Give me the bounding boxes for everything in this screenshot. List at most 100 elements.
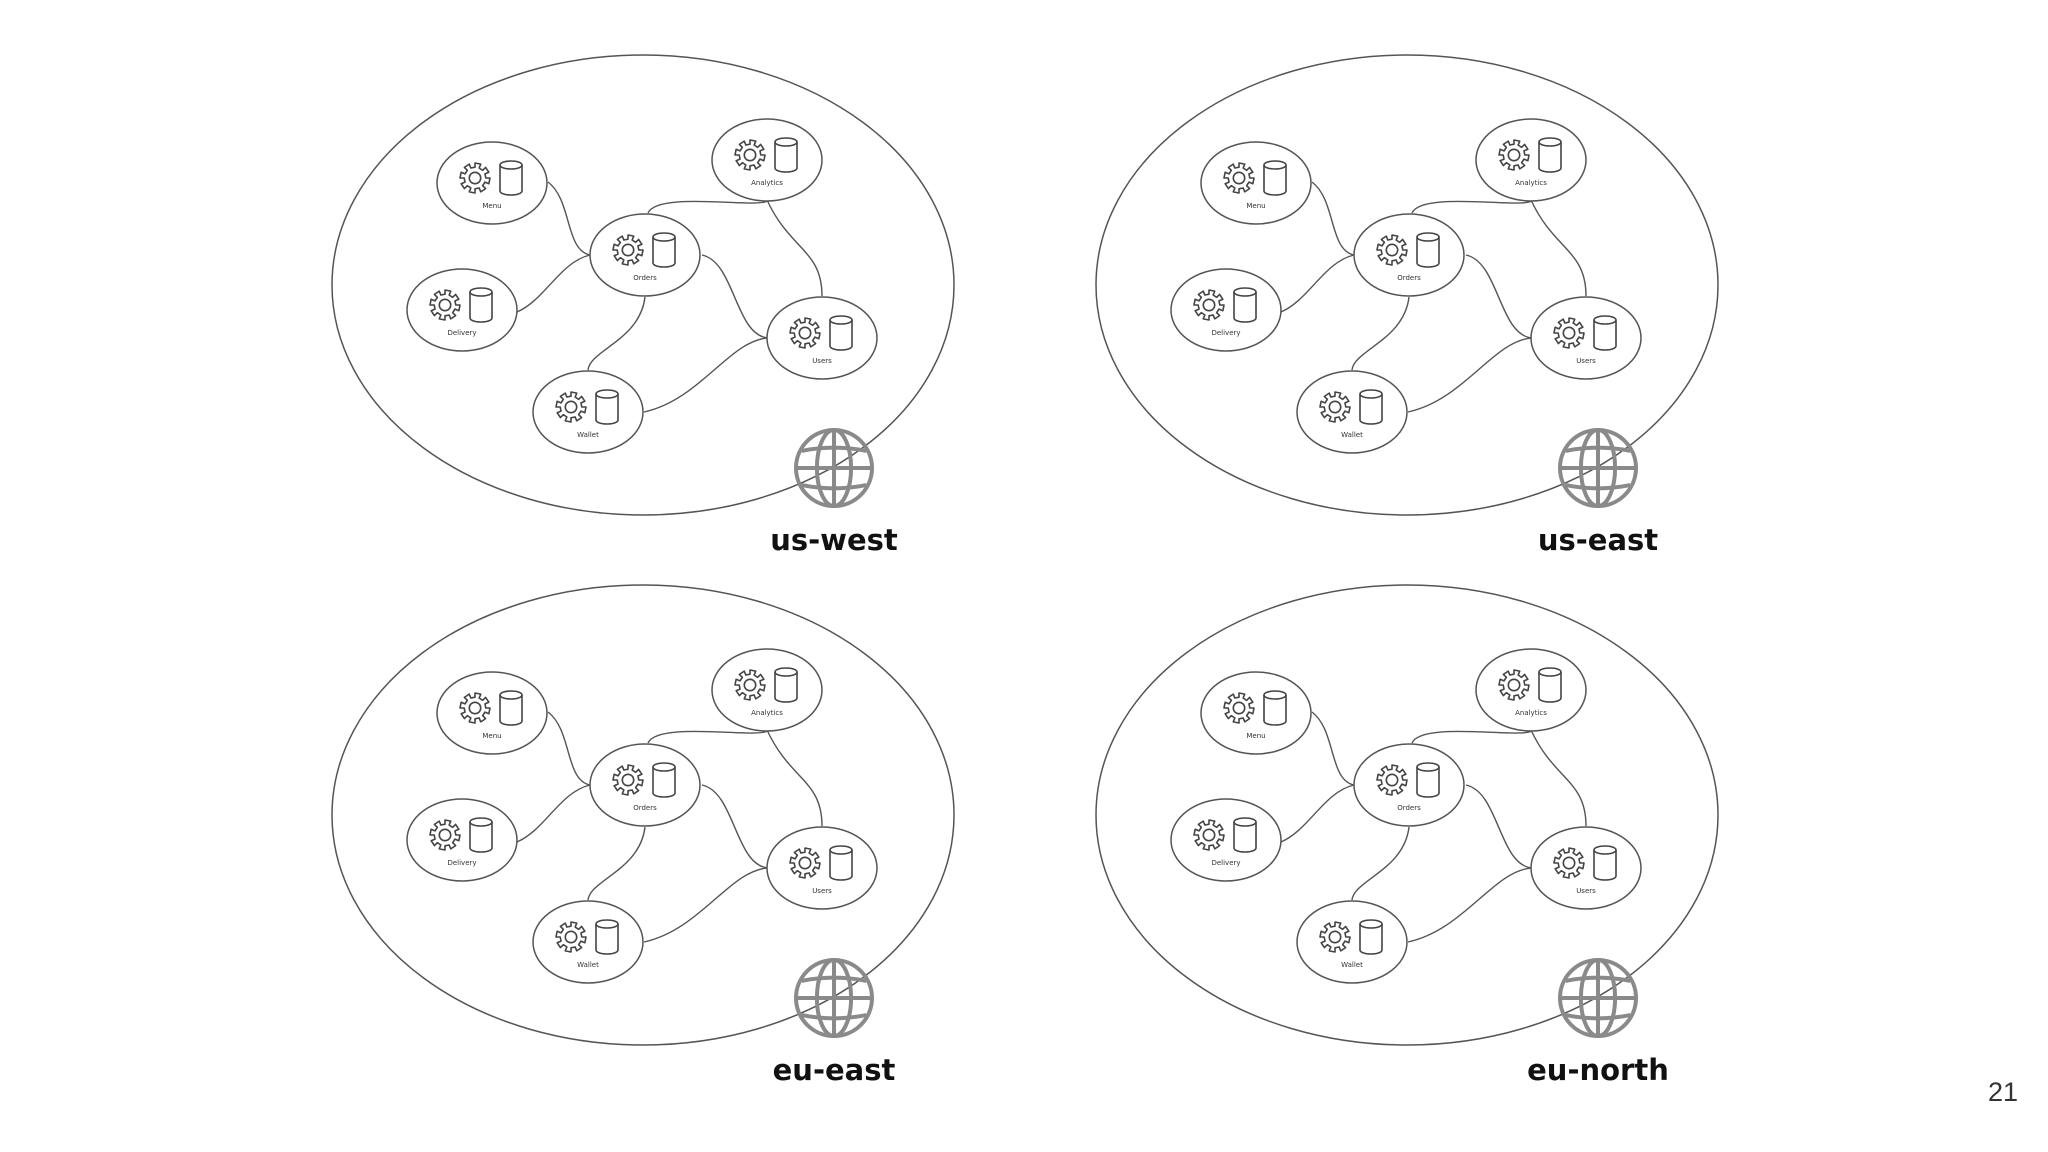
gear-icon bbox=[429, 289, 461, 321]
page-number: 21 bbox=[1987, 1077, 2018, 1107]
gear-icon bbox=[1319, 391, 1351, 423]
connection-delivery-orders bbox=[1280, 784, 1355, 843]
gear-icon bbox=[1223, 162, 1255, 194]
connection-delivery-orders bbox=[516, 784, 591, 843]
service-node-menu: Menu bbox=[1200, 141, 1312, 225]
database-icon bbox=[1359, 389, 1383, 425]
service-node-wallet: Wallet bbox=[1296, 900, 1408, 984]
database-icon bbox=[1416, 232, 1440, 268]
gear-icon bbox=[555, 921, 587, 953]
region-us-east: MenuAnalyticsOrdersDeliveryUsersWalletus… bbox=[1095, 54, 1719, 557]
service-node-users: Users bbox=[766, 826, 878, 910]
service-connections bbox=[1280, 711, 1587, 943]
service-label: Menu bbox=[1246, 202, 1265, 210]
gear-icon bbox=[555, 391, 587, 423]
connection-analytics-users bbox=[766, 199, 823, 297]
database-icon bbox=[652, 232, 676, 268]
region-us-west: MenuAnalyticsOrdersDeliveryUsersWalletus… bbox=[331, 54, 955, 557]
gear-icon bbox=[1553, 847, 1585, 879]
connection-wallet-users bbox=[643, 337, 769, 413]
gear-icon bbox=[612, 234, 644, 266]
connection-orders-users bbox=[701, 784, 769, 869]
service-node-menu: Menu bbox=[436, 671, 548, 755]
service-node-menu: Menu bbox=[436, 141, 548, 225]
gear-icon bbox=[612, 764, 644, 796]
service-label: Wallet bbox=[577, 961, 599, 969]
service-label: Orders bbox=[633, 274, 657, 282]
gear-icon bbox=[789, 317, 821, 349]
connection-orders-users bbox=[701, 254, 769, 339]
connection-analytics-users bbox=[766, 729, 823, 827]
gear-icon bbox=[1376, 764, 1408, 796]
region-boundary bbox=[1095, 54, 1719, 516]
gear-icon bbox=[1193, 819, 1225, 851]
database-icon bbox=[774, 667, 798, 703]
database-icon bbox=[829, 315, 853, 351]
gear-icon bbox=[459, 692, 491, 724]
service-label: Analytics bbox=[751, 709, 783, 717]
database-icon bbox=[499, 690, 523, 726]
connection-orders-wallet bbox=[1351, 296, 1410, 371]
service-connections bbox=[516, 181, 823, 413]
service-node-wallet: Wallet bbox=[532, 900, 644, 984]
region-label: eu-east bbox=[773, 1053, 896, 1087]
gear-icon bbox=[1376, 234, 1408, 266]
service-label: Users bbox=[1576, 887, 1596, 895]
service-node-analytics: Analytics bbox=[711, 648, 823, 732]
region-boundary bbox=[331, 584, 955, 1046]
globe-icon bbox=[794, 958, 874, 1038]
service-node-users: Users bbox=[1530, 826, 1642, 910]
connection-menu-orders bbox=[1311, 181, 1355, 256]
gear-icon bbox=[1498, 669, 1530, 701]
gear-icon bbox=[789, 847, 821, 879]
service-label: Orders bbox=[1397, 274, 1421, 282]
connection-menu-orders bbox=[1311, 711, 1355, 786]
connection-menu-orders bbox=[547, 181, 591, 256]
database-icon bbox=[1263, 160, 1287, 196]
service-label: Users bbox=[1576, 357, 1596, 365]
connection-wallet-users bbox=[1407, 867, 1533, 943]
service-node-orders: Orders bbox=[1353, 213, 1465, 297]
connection-wallet-users bbox=[1407, 337, 1533, 413]
database-icon bbox=[499, 160, 523, 196]
database-icon bbox=[774, 137, 798, 173]
connection-delivery-orders bbox=[1280, 254, 1355, 313]
database-icon bbox=[595, 919, 619, 955]
gear-icon bbox=[429, 819, 461, 851]
gear-icon bbox=[1498, 139, 1530, 171]
service-node-wallet: Wallet bbox=[1296, 370, 1408, 454]
service-node-delivery: Delivery bbox=[406, 798, 518, 882]
service-connections bbox=[1280, 181, 1587, 413]
globe-icon bbox=[1558, 958, 1638, 1038]
service-node-delivery: Delivery bbox=[406, 268, 518, 352]
database-icon bbox=[1538, 137, 1562, 173]
database-icon bbox=[829, 845, 853, 881]
service-node-orders: Orders bbox=[1353, 743, 1465, 827]
connection-orders-users bbox=[1465, 254, 1533, 339]
connection-orders-analytics bbox=[647, 199, 769, 214]
gear-icon bbox=[459, 162, 491, 194]
service-label: Delivery bbox=[1211, 329, 1240, 337]
region-eu-north: MenuAnalyticsOrdersDeliveryUsersWalleteu… bbox=[1095, 584, 1719, 1087]
connection-orders-analytics bbox=[1411, 199, 1533, 214]
service-node-menu: Menu bbox=[1200, 671, 1312, 755]
service-label: Users bbox=[812, 357, 832, 365]
connection-orders-wallet bbox=[587, 296, 646, 371]
database-icon bbox=[1538, 667, 1562, 703]
service-label: Orders bbox=[1397, 804, 1421, 812]
connection-delivery-orders bbox=[516, 254, 591, 313]
service-node-orders: Orders bbox=[589, 743, 701, 827]
database-icon bbox=[652, 762, 676, 798]
connection-orders-analytics bbox=[647, 729, 769, 744]
database-icon bbox=[1263, 690, 1287, 726]
connection-wallet-users bbox=[643, 867, 769, 943]
service-connections bbox=[516, 711, 823, 943]
connection-analytics-users bbox=[1530, 729, 1587, 827]
region-label: us-west bbox=[770, 523, 898, 557]
gear-icon bbox=[734, 669, 766, 701]
service-node-users: Users bbox=[1530, 296, 1642, 380]
region-boundary bbox=[331, 54, 955, 516]
database-icon bbox=[1593, 845, 1617, 881]
service-label: Analytics bbox=[1515, 179, 1547, 187]
connection-orders-wallet bbox=[1351, 826, 1410, 901]
